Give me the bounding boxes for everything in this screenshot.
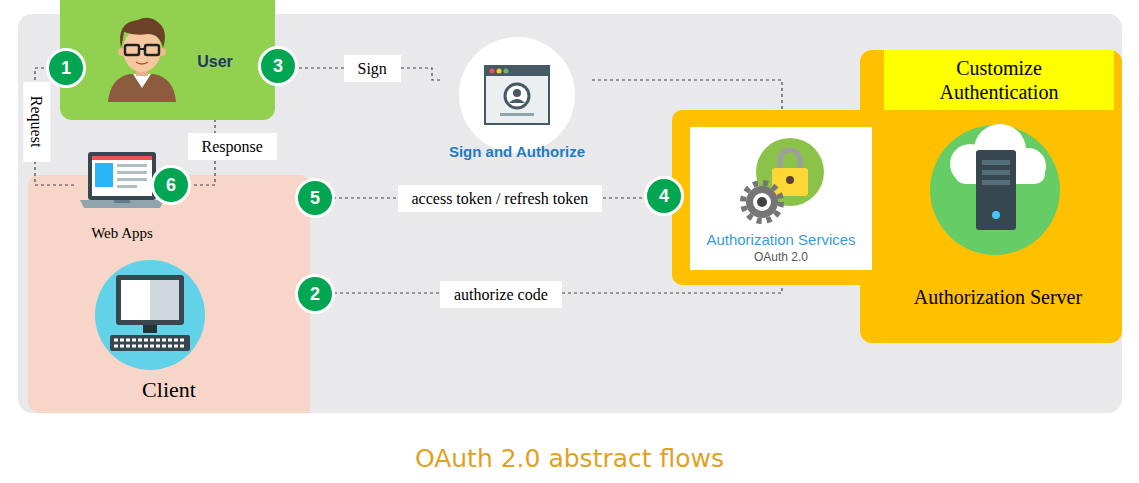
edge-label: Request: [23, 81, 50, 161]
screen-bar: [92, 156, 152, 160]
keyboard-keys: [114, 339, 186, 342]
avatar-body: [108, 74, 176, 102]
user-avatar: [60, 0, 275, 120]
node-text: Sign and Authorize: [442, 143, 592, 161]
monitor-frame: [116, 275, 184, 325]
browser-dot: [497, 69, 502, 74]
authorization-services-box: Authorization ServicesOAuth 2.0: [672, 110, 880, 285]
avatar-mouth: [136, 62, 148, 64]
edge-label: Sign: [344, 55, 401, 82]
laptop-notch: [114, 200, 130, 203]
keyboard-keys: [114, 345, 186, 348]
icon-disc: [459, 37, 575, 153]
lock-body: [772, 168, 808, 196]
callout-number: 2: [295, 274, 335, 314]
avatar-glasses-bridge: [139, 48, 145, 50]
callout-number: 5: [295, 178, 335, 218]
server-slot: [982, 180, 1010, 185]
form-line: [500, 113, 534, 116]
callout-number: 6: [151, 165, 191, 205]
node-text: OAuth 2.0: [690, 250, 872, 264]
lock-keyhole: [786, 176, 794, 184]
node-text: User: [180, 52, 250, 71]
profile-head: [513, 89, 521, 97]
profile-shoulders: [509, 99, 525, 103]
server-slot: [982, 170, 1010, 175]
callout-number: 4: [644, 176, 684, 216]
server-slot: [982, 160, 1010, 165]
avatar-hair: [120, 18, 165, 48]
node-text: Customize Authentication: [924, 56, 1074, 104]
laptop-screen-frame: [88, 152, 156, 200]
server-tower: [976, 150, 1016, 230]
dashed-connector: [592, 80, 782, 110]
avatar-collar: [133, 74, 151, 88]
browser-window: [485, 66, 549, 124]
screen-line: [117, 164, 147, 167]
user-box: User: [60, 0, 275, 120]
callout-number: 1: [46, 48, 86, 88]
node-text: Web Apps: [74, 224, 170, 242]
gear-hole: [753, 193, 771, 211]
laptop-screen: [92, 156, 152, 196]
customize-authentication-box: Customize Authentication: [884, 50, 1114, 110]
screen-line: [117, 178, 147, 181]
gear-body: [746, 186, 778, 218]
client-box: Client Web Apps: [28, 175, 310, 413]
edge-label: access token / refresh token: [398, 185, 603, 212]
monitor-shade: [150, 280, 179, 320]
monitor-screen: [121, 280, 179, 320]
node-text: Client: [28, 377, 310, 403]
avatar-glasses: [125, 45, 139, 55]
edge-label: authorize code: [440, 281, 562, 308]
icon-disc: [95, 260, 205, 370]
screen-panel: [95, 163, 113, 187]
avatar-glasses: [145, 45, 159, 55]
edge-label: Response: [188, 133, 277, 160]
node-text: Authorization Services: [690, 231, 872, 249]
screen-line: [117, 185, 137, 188]
monitor-stand: [143, 325, 157, 333]
lock-shackle: [780, 150, 800, 170]
screen-line: [117, 171, 147, 174]
laptop-base: [80, 200, 164, 208]
diagram-caption: OAuth 2.0 abstract flows: [0, 444, 1139, 473]
gear-hub: [757, 197, 767, 207]
services-panel: [690, 127, 872, 270]
node-text: Authorization Server: [874, 285, 1122, 309]
keyboard: [110, 335, 190, 351]
authorization-server-box: Authorization Server Customize Authentica…: [860, 50, 1122, 343]
icon-disc: [930, 125, 1060, 255]
sign-authorize-node: Sign and Authorize: [442, 36, 592, 168]
callout-number: 3: [258, 46, 298, 86]
browser-bar: [485, 66, 549, 76]
gear-teeth: [743, 183, 781, 221]
profile-ring: [505, 84, 529, 108]
browser-dot: [490, 69, 495, 74]
browser-dot: [504, 69, 509, 74]
server-light: [992, 211, 1000, 219]
